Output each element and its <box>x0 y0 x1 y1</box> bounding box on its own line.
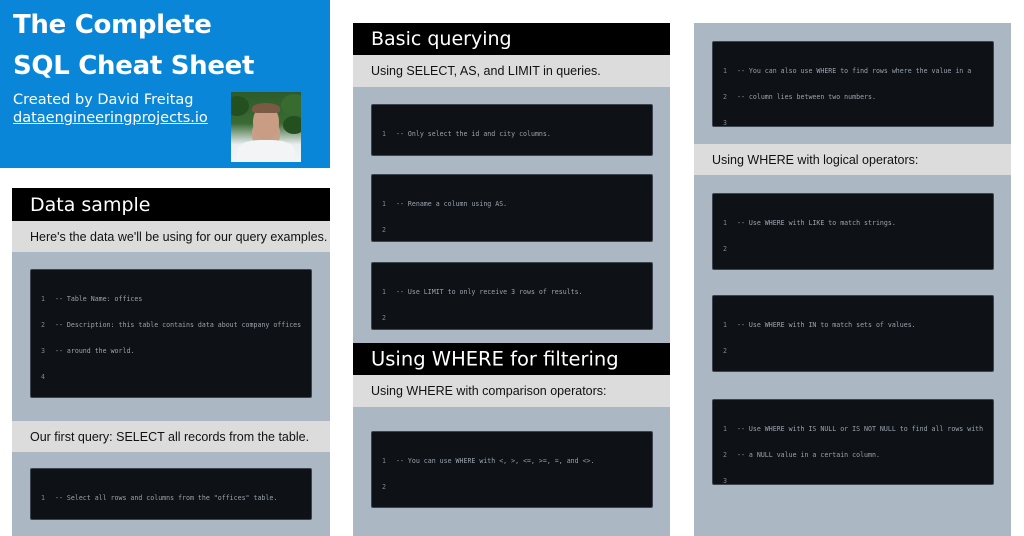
code-comment: -- Use LIMIT to only receive 3 rows of r… <box>396 288 583 297</box>
code-block-between: 1-- You can also use WHERE to find rows … <box>712 41 994 127</box>
title-line-1: The Complete <box>13 10 212 40</box>
subheading-text: Using SELECT, AS, and LIMIT in queries. <box>371 64 601 78</box>
logical-operators-subheading: Using WHERE with logical operators: <box>694 144 1011 175</box>
where-filtering-heading: Using WHERE for filtering <box>353 343 670 375</box>
code-block-select-all: 1-- Select all rows and columns from the… <box>30 468 312 520</box>
code-block-like: 1-- Use WHERE with LIKE to match strings… <box>712 193 994 270</box>
where-filtering-subheading: Using WHERE with comparison operators: <box>353 375 670 407</box>
subheading-text: Using WHERE with comparison operators: <box>371 384 607 398</box>
title-banner: The Complete SQL Cheat Sheet Created by … <box>0 0 330 168</box>
code-block-comparison: 1-- You can use WHERE with <, >, <=, >=,… <box>371 431 653 508</box>
first-query-subheading: Our first query: SELECT all records from… <box>12 421 330 452</box>
data-sample-heading: Data sample <box>12 188 330 221</box>
code-block-limit: 1-- Use LIMIT to only receive 3 rows of … <box>371 262 653 330</box>
heading-text: Basic querying <box>371 28 512 50</box>
code-comment: -- Use WHERE with IS NULL or IS NOT NULL… <box>737 425 984 434</box>
code-comment: -- Select all rows and columns from the … <box>55 494 278 503</box>
code-block-select-columns: 1-- Only select the id and city columns.… <box>371 104 653 156</box>
data-sample-panel: Data sample Here's the data we'll be usi… <box>12 188 330 536</box>
code-comment: -- Only select the id and city columns. <box>396 130 551 139</box>
leaf-shape <box>283 116 301 134</box>
leaf-shape <box>231 96 249 116</box>
subheading-text: Using WHERE with logical operators: <box>712 152 919 167</box>
code-block-null: 1-- Use WHERE with IS NULL or IS NOT NUL… <box>712 399 994 485</box>
heading-text: Using WHERE for filtering <box>371 347 619 371</box>
where-examples-panel: 1-- You can also use WHERE to find rows … <box>694 23 1011 536</box>
shirt-shape <box>237 140 295 162</box>
data-sample-subheading: Here's the data we'll be using for our q… <box>12 221 330 252</box>
basic-querying-panel: Basic querying Using SELECT, AS, and LIM… <box>353 23 670 536</box>
heading-text: Data sample <box>30 193 151 216</box>
leaf-shape <box>281 94 301 116</box>
code-comment: -- Table Name: offices <box>55 295 143 304</box>
code-comment: -- column lies between two numbers. <box>737 92 876 101</box>
author-photo <box>231 92 301 162</box>
hair-shape <box>252 103 280 113</box>
basic-querying-heading: Basic querying <box>353 23 670 55</box>
website-link[interactable]: dataengineeringprojects.io <box>13 110 208 126</box>
code-comment: -- You can use WHERE with <, >, <=, >=, … <box>396 457 595 466</box>
basic-querying-subheading: Using SELECT, AS, and LIMIT in queries. <box>353 55 670 87</box>
code-comment: -- Rename a column using AS. <box>396 200 508 209</box>
code-comment: -- Description: this table contains data… <box>55 320 302 329</box>
code-block-in: 1-- Use WHERE with IN to match sets of v… <box>712 295 994 372</box>
code-comment: -- You can also use WHERE to find rows w… <box>737 67 972 76</box>
author-credit: Created by David Freitag <box>13 92 194 108</box>
code-block-table: 1-- Table Name: offices 2-- Description:… <box>30 269 312 398</box>
title-line-2: SQL Cheat Sheet <box>13 51 255 81</box>
subheading-text: Here's the data we'll be using for our q… <box>30 229 328 244</box>
subheading-text: Our first query: SELECT all records from… <box>30 429 310 444</box>
code-comment: -- Use WHERE with IN to match sets of va… <box>737 321 916 330</box>
code-comment: -- a NULL value in a certain column. <box>737 450 880 459</box>
code-block-alias: 1-- Rename a column using AS. 2 3SELECT … <box>371 174 653 242</box>
code-comment: -- around the world. <box>55 346 135 355</box>
code-comment: -- Use WHERE with LIKE to match strings. <box>737 219 896 228</box>
